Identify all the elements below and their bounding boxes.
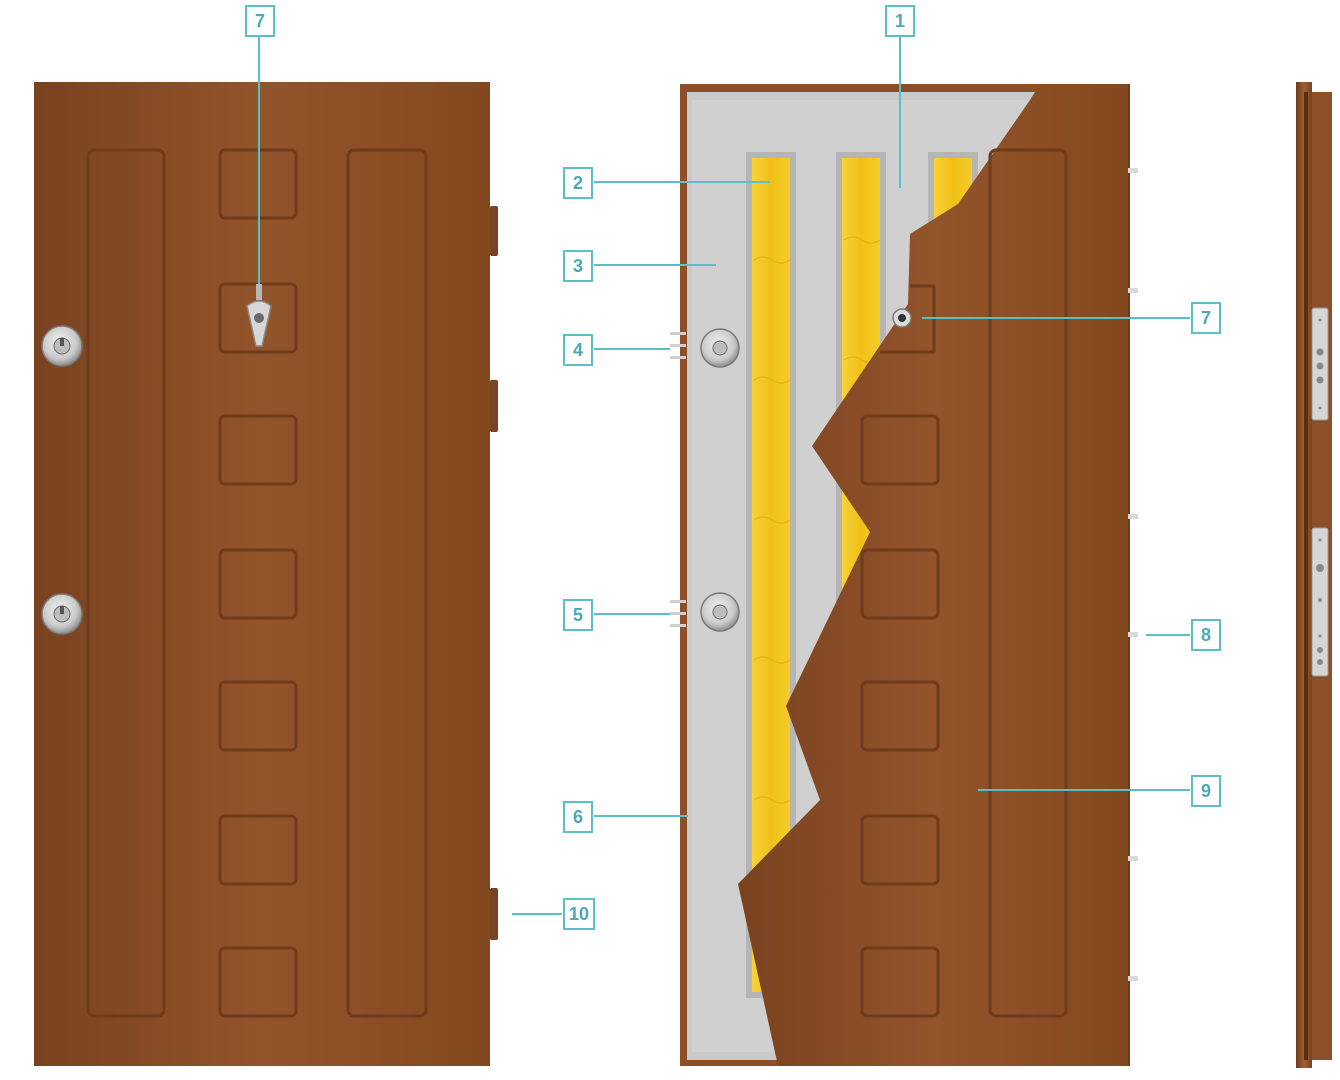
peephole-icon (892, 308, 912, 328)
front-door (34, 82, 498, 1066)
callout-5-label: 5 (573, 605, 583, 625)
hinge-icon (490, 380, 498, 432)
cylinder-lock-icon (670, 592, 740, 632)
hinge-icon (490, 888, 498, 940)
callout-1: 1 (885, 5, 915, 37)
front-door-leaf (34, 82, 490, 1066)
callout-9-label: 9 (1201, 781, 1211, 801)
callout-5: 5 (563, 599, 593, 631)
callout-6-label: 6 (573, 807, 583, 827)
door-side-profile (1296, 82, 1332, 1068)
front-square-panels (218, 148, 298, 1018)
callout-8: 8 (1191, 619, 1221, 651)
callout-7-front-label: 7 (255, 11, 265, 31)
callout-7-cutaway-label: 7 (1201, 308, 1211, 328)
callout-8-label: 8 (1201, 625, 1211, 645)
callout-2-label: 2 (573, 173, 583, 193)
callout-9: 9 (1191, 775, 1221, 807)
front-long-panel-right (346, 148, 428, 1018)
callout-3-label: 3 (573, 256, 583, 276)
callout-3: 3 (563, 250, 593, 282)
front-long-panel-left (86, 148, 166, 1018)
callout-4: 4 (563, 334, 593, 366)
hinge-icon (490, 206, 498, 256)
callout-2: 2 (563, 167, 593, 199)
locking-bolt-icon (1128, 168, 1138, 981)
callout-4-label: 4 (573, 340, 583, 360)
callout-7-cutaway: 7 (1191, 302, 1221, 334)
callout-7-front: 7 (245, 5, 275, 37)
cylinder-lock-icon (41, 593, 83, 635)
callout-10: 10 (563, 898, 595, 930)
callout-6: 6 (563, 801, 593, 833)
cutaway-door (670, 84, 1138, 1066)
outer-door-skin (738, 84, 1128, 1066)
callout-1-label: 1 (895, 11, 905, 31)
cutaway-panels (860, 148, 1068, 1018)
leader-lines (258, 36, 1190, 915)
cylinder-lock-icon (41, 325, 83, 367)
door-knocker-icon (246, 284, 272, 347)
cylinder-lock-icon (670, 328, 740, 368)
callout-10-label: 10 (569, 904, 589, 924)
